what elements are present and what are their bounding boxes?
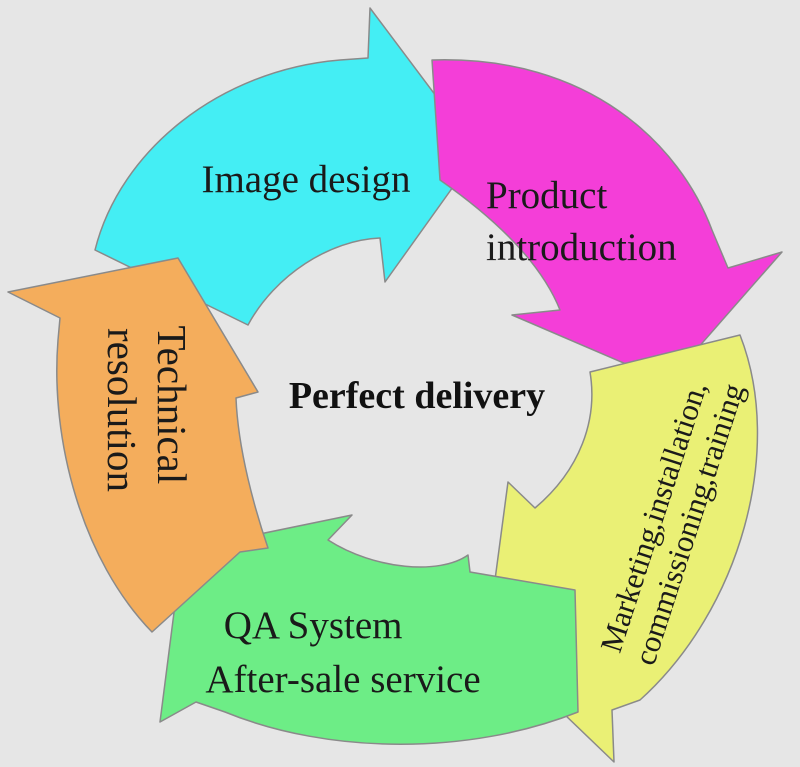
step-product-introduction-label: Product introduction	[486, 174, 677, 269]
center-label: Perfect delivery	[289, 375, 545, 417]
step-qa-after-sale: QA System After-sale service	[159, 514, 579, 745]
step-technical-resolution: Technical resolution	[7, 257, 269, 633]
step-product-introduction: Product introduction	[431, 59, 783, 383]
step-image-design-label: Image design	[201, 158, 410, 201]
step-image-design-arrow	[94, 7, 479, 326]
step-image-design: Image design	[94, 7, 479, 326]
step-technical-resolution-arrow	[7, 257, 269, 633]
step-qa-after-sale-arrow	[159, 514, 579, 745]
step-qa-after-sale-label: QA System After-sale service	[205, 604, 480, 701]
step-product-introduction-arrow	[431, 59, 783, 383]
step-technical-resolution-label: Technical resolution	[99, 325, 195, 494]
